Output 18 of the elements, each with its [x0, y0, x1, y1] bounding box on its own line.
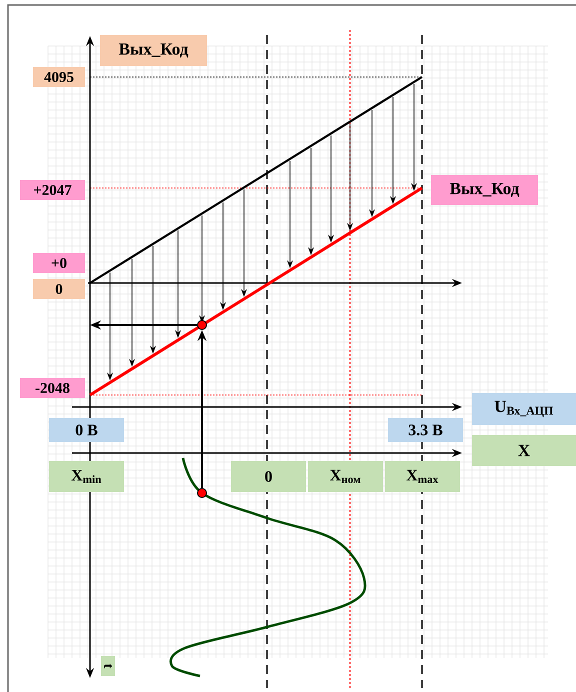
- tick-label: 0 В: [49, 418, 124, 442]
- marker-dot: [197, 488, 207, 498]
- axis-title: U$_{Вх_АЦП}$: [472, 393, 576, 425]
- time-label: t: [101, 656, 115, 676]
- tick-label: 3.3 В: [388, 418, 463, 442]
- tick-label: -2048: [20, 378, 85, 398]
- tick-label: 0: [33, 279, 85, 299]
- axis-title: X: [472, 435, 576, 466]
- tick-label: 0: [231, 461, 306, 492]
- tick-label: +2047: [20, 180, 85, 200]
- marker-dot: [197, 320, 207, 330]
- tick-label: X$_{max}$: [385, 461, 460, 492]
- tick-label: 4095: [33, 67, 85, 87]
- tick-label: X$_{min}$: [49, 461, 124, 492]
- axis-title: Вых_Код: [431, 175, 538, 205]
- tick-label: X$_{ном}$: [308, 461, 383, 492]
- axis-title: Вых_Код: [100, 35, 207, 66]
- tick-label: +0: [33, 253, 85, 273]
